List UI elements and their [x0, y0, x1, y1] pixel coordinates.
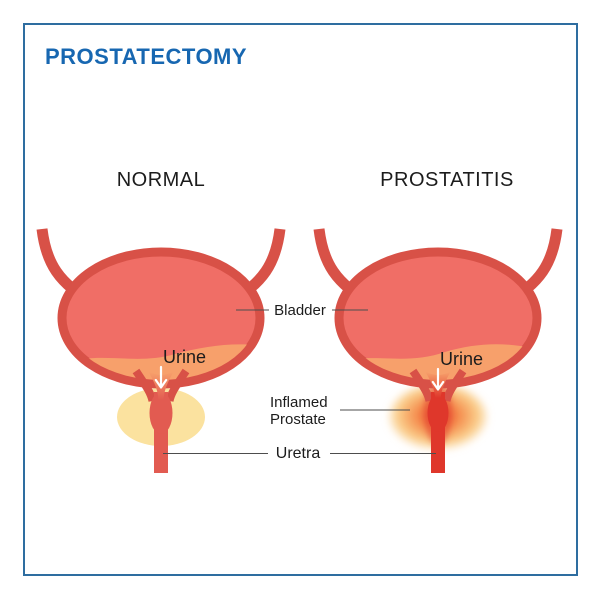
page-title: PROSTATECTOMY [45, 44, 248, 69]
bladder-neck-wall [442, 368, 467, 402]
label-bladder: Bladder [274, 302, 326, 319]
label-urine-prostatitis: Urine [440, 349, 484, 369]
heading-prostatitis: PROSTATITIS [380, 169, 514, 191]
down-arrow-icon [431, 367, 445, 391]
leader-lines [163, 309, 436, 455]
frame-border [23, 23, 578, 576]
heading-normal: NORMAL [116, 169, 206, 191]
label-urine-normal: Urine [163, 347, 207, 367]
urethra-bulge-prostatitis [427, 394, 449, 432]
bladder-neck-wall [165, 368, 190, 402]
bladder-neck-wall [132, 368, 157, 402]
label-urethra: Uretra [275, 445, 321, 462]
label-inflamed-prostate: Inflamed Prostate [270, 394, 328, 428]
urethra-bulge-normal [149, 392, 173, 434]
diagram-normal [36, 228, 286, 473]
bladder-neck-wall [409, 368, 434, 402]
diagram-prostatitis [313, 228, 563, 473]
down-arrow-icon [154, 365, 168, 389]
